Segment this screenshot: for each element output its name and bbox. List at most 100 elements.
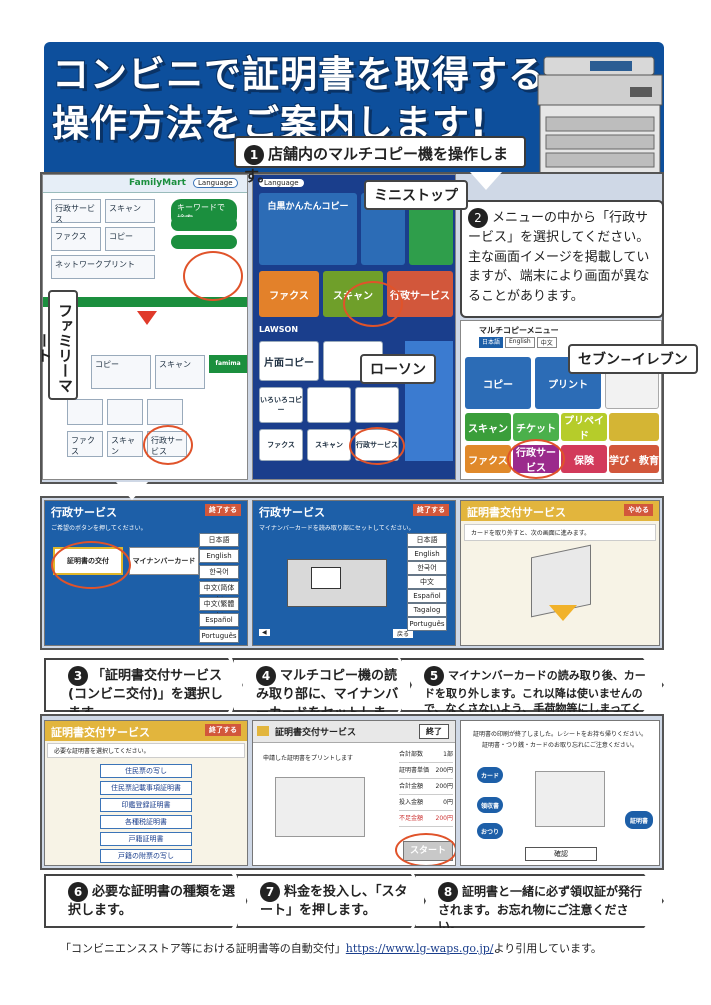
lawson-label: ローソン [360, 354, 436, 384]
lang-button[interactable]: 한국어 [407, 561, 447, 575]
doc-option[interactable]: 印鑑登録証明書 [100, 798, 192, 812]
lw-fax-tile[interactable]: ファクス [259, 271, 319, 317]
lang-button[interactable]: 中文 [407, 575, 447, 589]
highlight-circle [395, 833, 455, 865]
fee-label: 証明書単価 [399, 767, 430, 774]
down-arrow-icon [470, 172, 502, 190]
fm-copy-tile[interactable]: コピー [91, 355, 151, 389]
lang-button[interactable]: 日本語 [407, 533, 447, 547]
lw-tile[interactable] [307, 387, 351, 423]
back-button[interactable]: ◀ [259, 629, 270, 636]
change-label: おつり [477, 823, 503, 839]
screen-prompt: 申請した証明書をプリントします [263, 755, 354, 762]
step4-text: マルチコピー機の読み取り部に、マイナンバーカードをセットします。 [256, 668, 399, 713]
screen-prompt: ご希望のボタンを押してください。 [51, 525, 147, 532]
fm-fax-tile[interactable]: ファクス [67, 431, 103, 457]
mynumber-card-button[interactable]: マイナンバーカード [129, 547, 199, 575]
fm-menu-item[interactable]: ファクス [51, 227, 101, 251]
familymart-logo: FamilyMart [129, 178, 186, 188]
step3-number: 3 [68, 666, 88, 686]
familymart-screen: FamilyMart Language 行政サービス スキャン ファクス コピー… [42, 174, 248, 480]
source-link[interactable]: https://www.lg-waps.go.jp/ [345, 942, 494, 955]
fm-green-button[interactable] [171, 235, 237, 249]
lang-button[interactable]: 中文(简体字) [199, 581, 239, 604]
lw-scan-tile-2[interactable]: スキャン [307, 429, 351, 461]
fm-divider [43, 297, 247, 307]
cancel-button[interactable]: やめる [624, 504, 653, 516]
fm-menu-item[interactable]: コピー [105, 227, 155, 251]
se-lang-button[interactable]: 中文 [536, 337, 557, 348]
se-lang-button[interactable]: English [505, 337, 535, 348]
se-scan-tile[interactable]: スキャン [465, 413, 511, 441]
step2-text: メニューの中から「行政サービス」を選択してください。主な画面イメージを掲載してい… [468, 210, 650, 304]
ministop-label: ミニストップ [364, 180, 468, 210]
lw-tile[interactable] [409, 203, 453, 265]
fm-scan-tile-2[interactable]: スキャン [107, 431, 143, 457]
lw-tile[interactable]: 片面コピー [259, 341, 319, 381]
se-copy-tile[interactable]: コピー [465, 357, 531, 409]
se-insurance-tile[interactable]: 保険 [561, 445, 607, 473]
lang-button[interactable]: Português [199, 629, 239, 643]
doc-option[interactable]: 住民票の写し [100, 764, 192, 778]
lw-tile[interactable]: いろいろコピー [259, 387, 303, 423]
screen-prompt: マイナンバーカードを読み取り部にセットしてください。 [259, 525, 415, 532]
lang-button[interactable]: Español [199, 613, 239, 627]
step3-text: 「証明書交付サービス(コンビニ交付)」を選択します。 [68, 668, 223, 713]
fm-menu-item[interactable]: 行政サービス [51, 199, 101, 224]
lw-tile[interactable] [355, 387, 399, 423]
step4-number: 4 [256, 666, 276, 686]
doc-option[interactable]: 住民票記載事項証明書 [100, 781, 192, 795]
lang-button[interactable]: English [199, 549, 239, 563]
fm-tile[interactable] [147, 399, 183, 425]
end-button[interactable]: 終了 [419, 724, 449, 739]
step6-number: 6 [68, 882, 88, 902]
fm-scan-tile[interactable]: スキャン [155, 355, 205, 389]
next-back-button[interactable]: 戻る [393, 629, 414, 638]
footer-text: 「コンビニエンスストア等における証明書等の自動交付」 [60, 942, 346, 955]
screen-header: 証明書交付サービス [275, 728, 357, 738]
certificate-label: 証明書 [625, 811, 653, 829]
doc-option[interactable]: 戸籍証明書 [100, 832, 192, 846]
se-learning-tile[interactable]: 学び・教育 [609, 445, 659, 473]
highlight-circle [183, 251, 243, 301]
screen-prompt: カードを取り外すと、次の画面に進みます。 [464, 524, 656, 541]
fm-language-button[interactable]: Language [193, 178, 238, 188]
fee-label: 合計部数 [399, 751, 424, 758]
confirm-button[interactable]: 確認 [525, 847, 597, 861]
fm-menu-item[interactable]: ネットワークプリント [51, 255, 155, 279]
fm-tile[interactable] [67, 399, 103, 425]
end-button[interactable]: 終了する [205, 724, 241, 736]
fm-tile[interactable] [107, 399, 143, 425]
se-lang-button[interactable]: 日本語 [479, 337, 504, 348]
seven-eleven-label: セブン−イレブン [568, 344, 698, 374]
se-fax-tile[interactable]: ファクス [465, 445, 511, 473]
lang-button[interactable]: English [407, 547, 447, 561]
end-button[interactable]: 終了する [413, 504, 449, 516]
lw-fax-tile-2[interactable]: ファクス [259, 429, 303, 461]
se-tile[interactable] [609, 413, 659, 441]
lang-button[interactable]: Português [407, 617, 447, 631]
highlight-circle [507, 439, 565, 479]
familymart-label: ファミリーマート [35, 290, 78, 400]
lw-language-button[interactable]: Language [259, 179, 304, 187]
fm-menu-item[interactable]: スキャン [105, 199, 155, 223]
lang-button[interactable]: 日本語 [199, 533, 239, 547]
lang-button[interactable]: Tagalog [407, 603, 447, 617]
seven-eleven-screen: マルチコピーメニュー 日本語 English 中文 コピー プリント スキャン … [460, 320, 662, 480]
fm-green-button[interactable] [171, 217, 237, 231]
end-button[interactable]: 終了する [205, 504, 241, 516]
footer-text-after: より引用しています。 [493, 942, 602, 955]
se-ticket-tile[interactable]: チケット [513, 413, 559, 441]
completion-screen: 証明書の印刷が終了しました。レシートをお持ち帰りください。 証明書・つり銭・カー… [460, 720, 660, 866]
doc-option[interactable]: 戸籍の附票の写し [100, 849, 192, 863]
screen-header: 証明書交付サービス [51, 726, 150, 739]
fee-label: 不足金額 [399, 815, 424, 822]
lang-button[interactable]: Español [407, 589, 447, 603]
se-prepaid-tile[interactable]: プリペイド [561, 413, 607, 442]
lw-copy-tile[interactable]: 白黒かんたんコピー [259, 193, 357, 265]
doc-option[interactable]: 各種税証明書 [100, 815, 192, 829]
lang-button[interactable]: 한국어 [199, 565, 239, 579]
fee-value: 0円 [443, 799, 453, 806]
multicopier-illustration [537, 56, 663, 184]
lang-button[interactable]: 中文(繁體字) [199, 597, 239, 620]
